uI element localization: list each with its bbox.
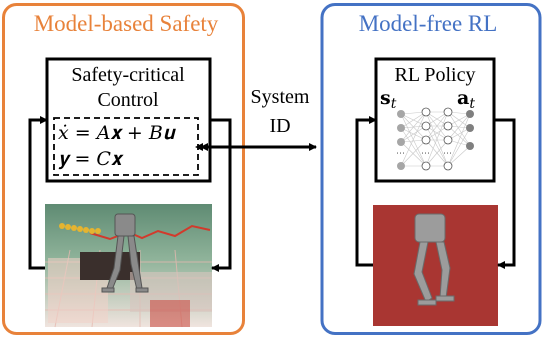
control-box-title-line1: Safety-critical xyxy=(71,64,185,86)
system-id-label-line2: ID xyxy=(269,115,291,137)
right-panel-border xyxy=(320,3,542,335)
system-id-label-line1: System xyxy=(250,86,310,108)
neural-network-graphic: ⋯ ⋯ ⋯ xyxy=(396,107,474,171)
left-panel-title: Model-based Safety xyxy=(33,11,219,36)
hardware-robot-image xyxy=(373,205,498,326)
action-symbol-letter: a xyxy=(457,87,470,109)
state-symbol-subscript: t xyxy=(390,96,397,112)
state-symbol-letter: s xyxy=(380,87,391,109)
right-panel-title: Model-free RL xyxy=(358,11,498,36)
system-id-arrowhead-left xyxy=(195,143,203,151)
svg-text:⋯: ⋯ xyxy=(396,149,405,159)
rl-policy-title: RL Policy xyxy=(394,64,476,86)
action-symbol: at xyxy=(457,88,475,114)
left-panel-border xyxy=(2,3,245,335)
action-symbol-subscript: t xyxy=(469,96,475,112)
control-box-title-line2: Control xyxy=(97,89,159,111)
output-equation: 𝐲 = C𝐱 xyxy=(58,148,122,170)
state-equation: ẋ = A𝐱 + B𝐮 xyxy=(58,122,175,144)
right-feedback-loop xyxy=(355,116,516,269)
state-symbol: st xyxy=(380,88,396,114)
svg-text:⋯: ⋯ xyxy=(443,149,452,159)
simulation-image xyxy=(45,204,212,328)
left-feedback-loop xyxy=(28,116,232,272)
svg-text:⋯: ⋯ xyxy=(421,149,430,159)
